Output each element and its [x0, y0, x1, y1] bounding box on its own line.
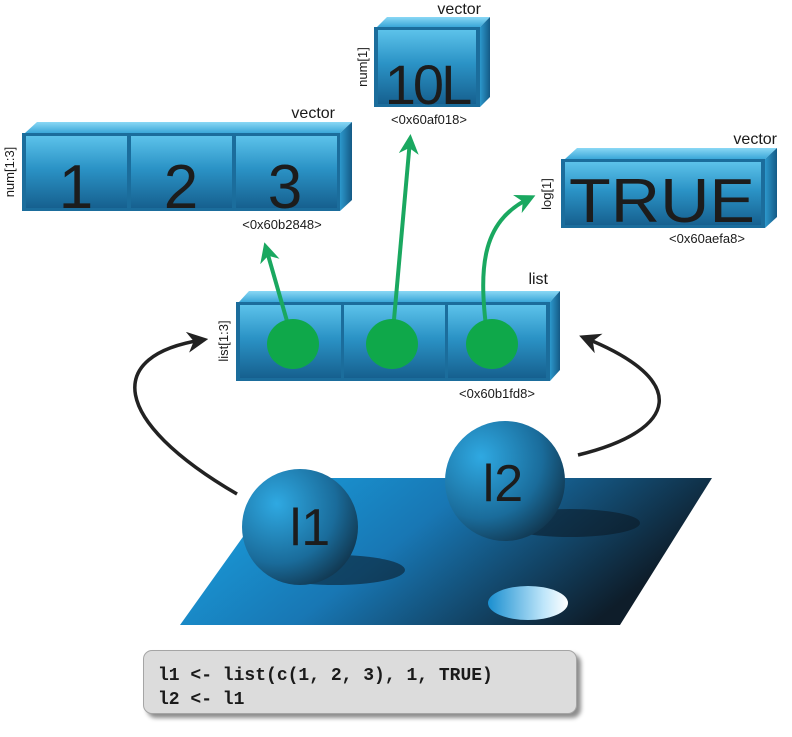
vector-cell	[236, 136, 337, 208]
pointer-dot	[466, 319, 518, 369]
list-type-label: list[1:3]	[216, 320, 231, 361]
floor-hole	[488, 586, 568, 620]
vector-address: <0x60b2848>	[242, 217, 322, 232]
vector-label: vector	[291, 105, 335, 122]
pointer-arrow	[390, 134, 419, 343]
binding-arrow-l1	[133, 331, 238, 496]
vector-type-label: log[1]	[539, 178, 554, 210]
list-address: <0x60b1fd8>	[459, 386, 535, 401]
vector-address: <0x60af018>	[391, 112, 467, 127]
vector-cell-value: 1	[59, 153, 93, 222]
pointer-arrows	[260, 134, 536, 369]
code-box: l1 <- list(c(1, 2, 3), 1, TRUE) l2 <- l1	[143, 650, 577, 714]
vector-cell-value: 10L	[385, 53, 471, 116]
binding-l1: l1	[242, 469, 358, 585]
vector-cell	[378, 30, 476, 104]
vector-type-label: num[1]	[355, 47, 370, 87]
vector-cell-value: 2	[164, 153, 198, 222]
pointer-dot	[366, 319, 418, 369]
vector-cell-value: TRUE	[569, 167, 755, 236]
ball-l1	[242, 469, 358, 585]
pointer-dot	[267, 319, 319, 369]
vector-type-label: num[1:3]	[2, 147, 17, 198]
binding-name: l1	[290, 499, 330, 557]
vector-cell	[565, 162, 761, 225]
vector-label: vector	[733, 131, 777, 148]
vector-cell	[26, 136, 127, 208]
list-label: list	[528, 271, 548, 288]
binding-name: l2	[483, 455, 523, 513]
vector-label: vector	[437, 1, 481, 18]
vector-cell	[131, 136, 232, 208]
code-line-2: l2 <- l1	[158, 690, 245, 710]
binding-l2: l2	[445, 421, 565, 541]
vector-log1: TRUE vector log[1] <0x60aefa8>	[539, 131, 778, 246]
ball-l2	[445, 421, 565, 541]
binding-arrows	[133, 331, 661, 496]
code-line-1: l1 <- list(c(1, 2, 3), 1, TRUE)	[158, 666, 493, 686]
pointer-arrow	[481, 195, 536, 343]
vector-cell-value: 3	[268, 153, 302, 222]
binding-arrow-l2	[577, 333, 661, 457]
vector-num1: 10L vector num[1] <0x60af018>	[355, 1, 490, 127]
vector-address: <0x60aefa8>	[669, 231, 745, 246]
vector-num3: 1 2 3 vector num[1:3] <0x60b2848>	[2, 105, 352, 232]
